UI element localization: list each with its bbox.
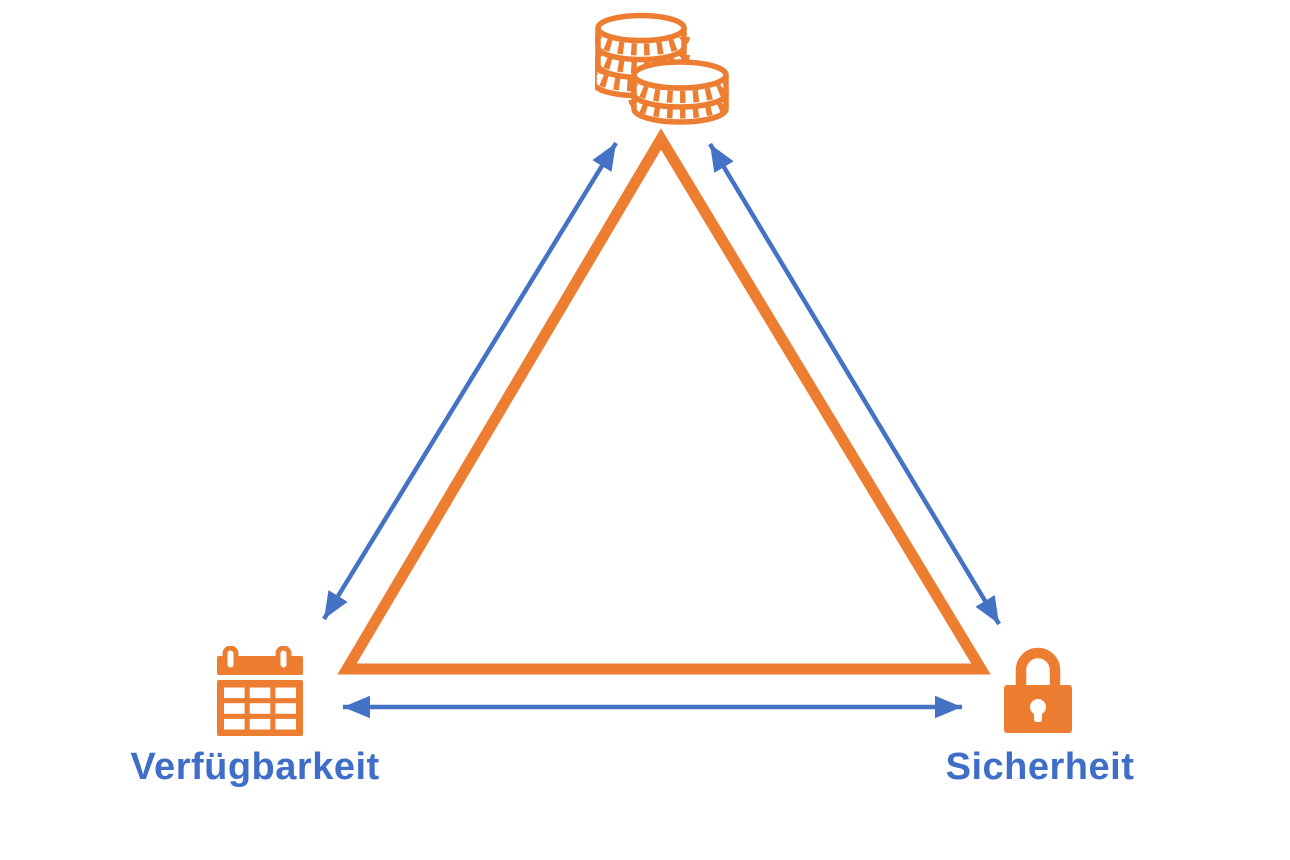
- calendar-icon: [217, 646, 303, 736]
- triangle-outline: [337, 128, 991, 675]
- security-label: Sicherheit: [945, 746, 1135, 788]
- lock-icon: [1004, 647, 1072, 733]
- coins-icon: [595, 12, 731, 125]
- arrow-security-cost: [708, 142, 1001, 626]
- availability-label: Verfügbarkeit: [130, 746, 380, 788]
- arrow-availability-cost: [322, 141, 618, 621]
